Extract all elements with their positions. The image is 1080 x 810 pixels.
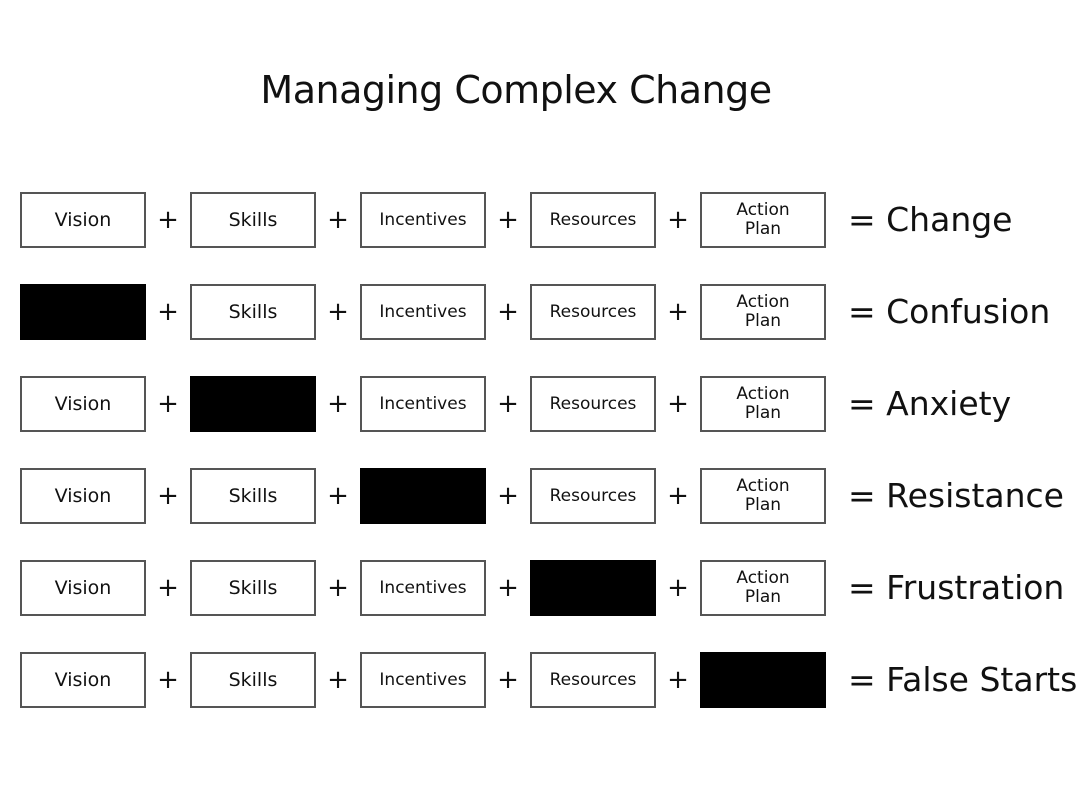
missing-vision-box bbox=[20, 284, 146, 340]
action-plan-line1: Action bbox=[736, 568, 790, 588]
plus-sign: + bbox=[497, 481, 519, 511]
plus-sign: + bbox=[157, 573, 179, 603]
missing-skills-box bbox=[190, 376, 316, 432]
plus-sign: + bbox=[157, 665, 179, 695]
vision-box: Vision bbox=[20, 560, 146, 616]
action-plan-line1: Action bbox=[736, 476, 790, 496]
skills-box: Skills bbox=[190, 560, 316, 616]
plus-sign: + bbox=[157, 389, 179, 419]
incentives-box: Incentives bbox=[360, 284, 486, 340]
plus-sign: + bbox=[327, 573, 349, 603]
result-label: = Change bbox=[848, 200, 1013, 239]
plus-sign: + bbox=[497, 389, 519, 419]
vision-box: Vision bbox=[20, 468, 146, 524]
action-plan-line1: Action bbox=[736, 384, 790, 404]
plus-sign: + bbox=[667, 205, 689, 235]
result-label: = Frustration bbox=[848, 568, 1065, 607]
action-plan-line1: Action bbox=[736, 292, 790, 312]
result-label: = False Starts bbox=[848, 660, 1078, 699]
result-label: = Confusion bbox=[848, 292, 1051, 331]
skills-box: Skills bbox=[190, 284, 316, 340]
vision-box: Vision bbox=[20, 376, 146, 432]
plus-sign: + bbox=[667, 573, 689, 603]
plus-sign: + bbox=[667, 665, 689, 695]
plus-sign: + bbox=[157, 481, 179, 511]
row-change: Vision + Skills + Incentives + Resources… bbox=[20, 190, 1075, 250]
incentives-box: Incentives bbox=[360, 192, 486, 248]
action-plan-line1: Action bbox=[736, 200, 790, 220]
vision-box: Vision bbox=[20, 192, 146, 248]
plus-sign: + bbox=[327, 481, 349, 511]
missing-incentives-box bbox=[360, 468, 486, 524]
result-label: = Anxiety bbox=[848, 384, 1012, 423]
vision-box: Vision bbox=[20, 652, 146, 708]
skills-box: Skills bbox=[190, 468, 316, 524]
incentives-box: Incentives bbox=[360, 652, 486, 708]
incentives-box: Incentives bbox=[360, 560, 486, 616]
action-plan-line2: Plan bbox=[744, 587, 782, 607]
plus-sign: + bbox=[497, 297, 519, 327]
row-false-starts: Vision + Skills + Incentives + Resources… bbox=[20, 650, 1078, 710]
plus-sign: + bbox=[497, 205, 519, 235]
plus-sign: + bbox=[667, 389, 689, 419]
plus-sign: + bbox=[497, 665, 519, 695]
plus-sign: + bbox=[157, 205, 179, 235]
plus-sign: + bbox=[327, 205, 349, 235]
action-plan-line2: Plan bbox=[744, 311, 782, 331]
plus-sign: + bbox=[327, 297, 349, 327]
resources-box: Resources bbox=[530, 192, 656, 248]
action-plan-line2: Plan bbox=[744, 219, 782, 239]
plus-sign: + bbox=[667, 481, 689, 511]
plus-sign: + bbox=[667, 297, 689, 327]
diagram-title: Managing Complex Change bbox=[260, 68, 772, 112]
resources-box: Resources bbox=[530, 468, 656, 524]
result-label: = Resistance bbox=[848, 476, 1064, 515]
missing-action-plan-box bbox=[700, 652, 826, 708]
plus-sign: + bbox=[157, 297, 179, 327]
action-plan-line2: Plan bbox=[744, 403, 782, 423]
change-matrix: Vision + Skills + Incentives + Resources… bbox=[20, 190, 1078, 742]
resources-box: Resources bbox=[530, 376, 656, 432]
skills-box: Skills bbox=[190, 652, 316, 708]
incentives-box: Incentives bbox=[360, 376, 486, 432]
plus-sign: + bbox=[327, 389, 349, 419]
row-anxiety: Vision + + Incentives + Resources + Acti… bbox=[20, 374, 1075, 434]
resources-box: Resources bbox=[530, 652, 656, 708]
plus-sign: + bbox=[497, 573, 519, 603]
plus-sign: + bbox=[327, 665, 349, 695]
row-confusion: + Skills + Incentives + Resources + Acti… bbox=[20, 282, 1075, 342]
skills-box: Skills bbox=[190, 192, 316, 248]
missing-resources-box bbox=[530, 560, 656, 616]
action-plan-line2: Plan bbox=[744, 495, 782, 515]
resources-box: Resources bbox=[530, 284, 656, 340]
